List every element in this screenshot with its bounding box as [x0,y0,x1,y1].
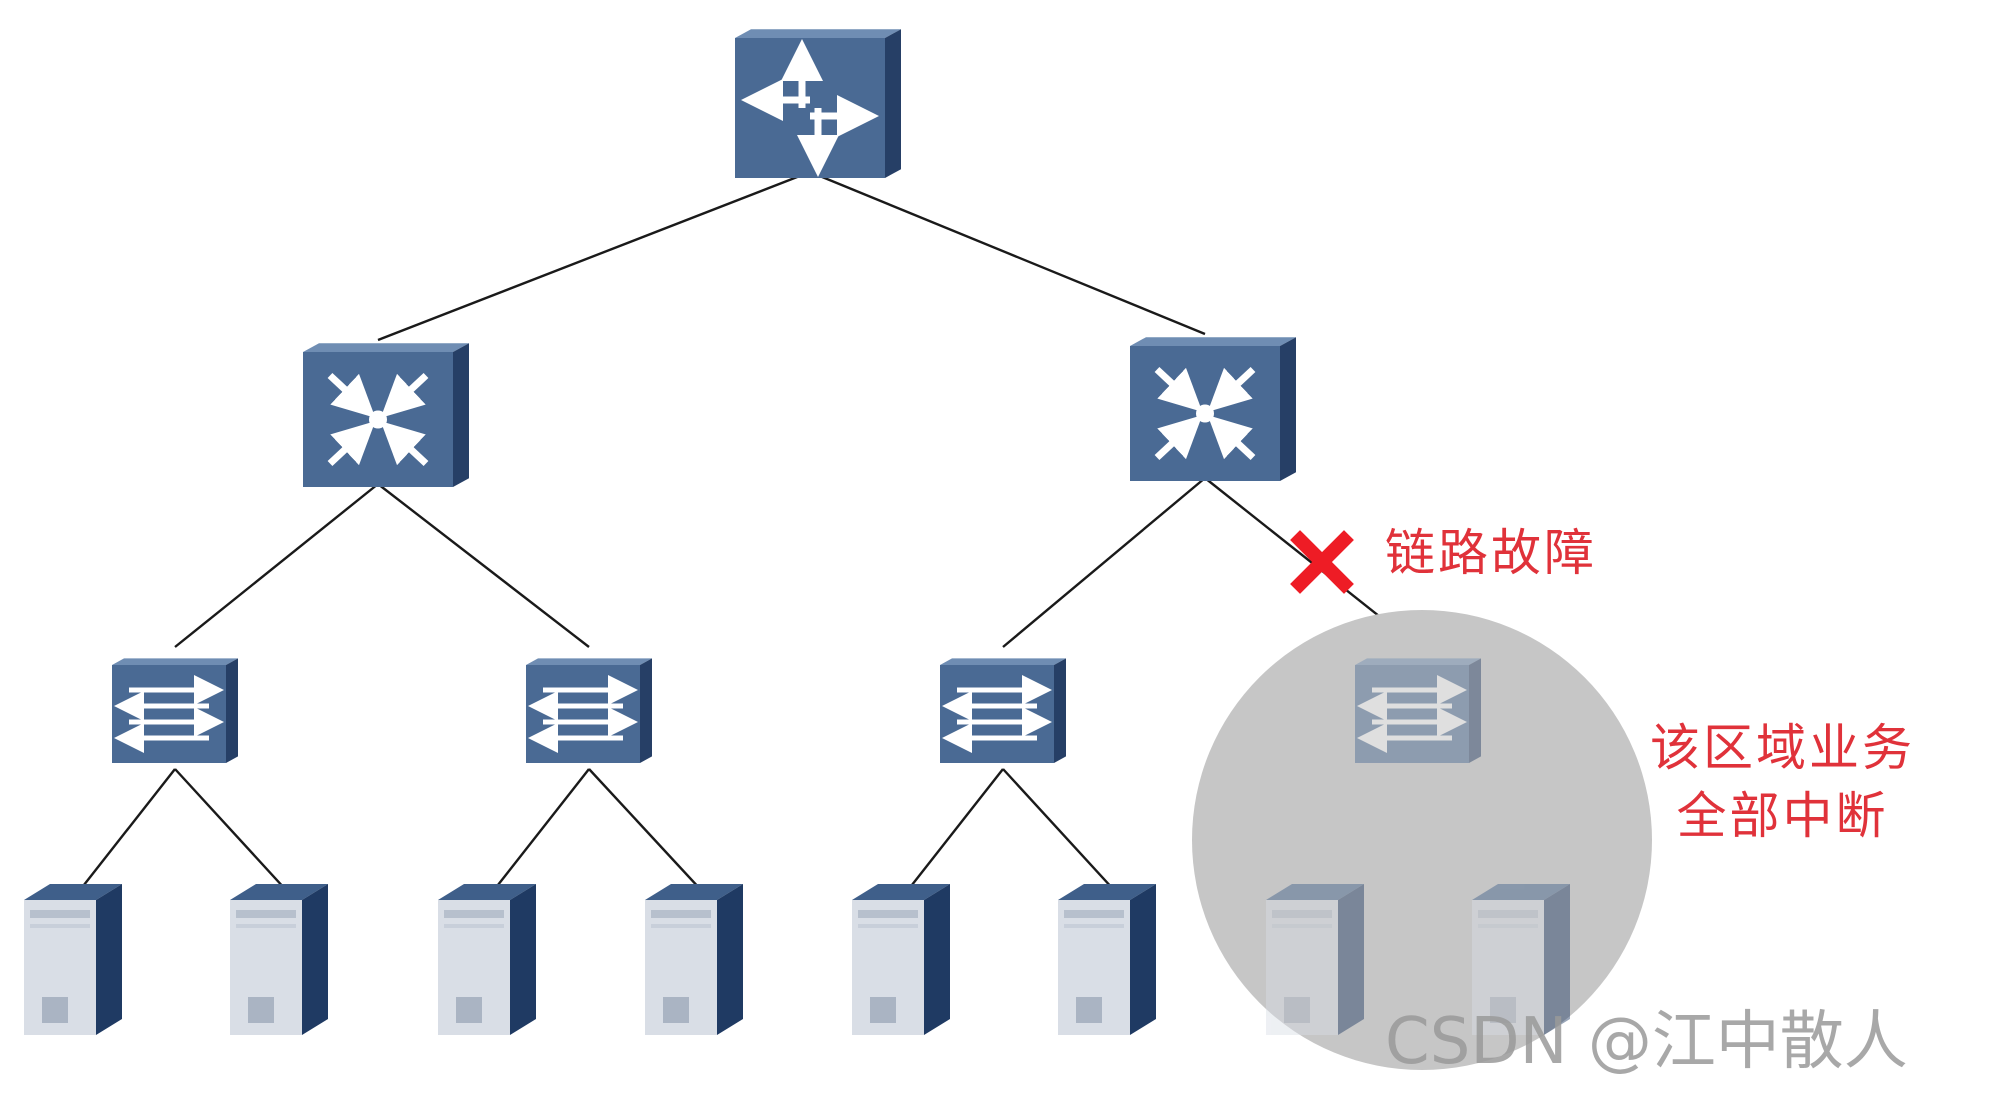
link-acc-1-to-srv-1 [79,768,176,891]
access-switch-2-icon [526,658,652,763]
server-8-icon [1472,884,1570,1035]
server-4-icon [645,884,743,1035]
aggregation-switch-right-icon [1130,337,1296,481]
watermark: CSDN @江中散人 [1385,1005,1908,1079]
server-2-icon [230,884,328,1035]
affected-area-label: 该区域业务 全部中断 [1650,715,1915,850]
link-fault-label: 链路故障 [1385,524,1597,582]
link-failure-x-icon [1290,530,1354,594]
server-6-icon [1058,884,1156,1035]
access-switch-3-icon [940,658,1066,763]
link-acc-1-to-srv-2 [174,768,287,891]
affected-area-label-line2: 全部中断 [1676,786,1889,845]
link-agg-right-to-acc-3 [1002,477,1206,648]
access-switch-1-icon [112,658,238,763]
core-router-icon [735,29,901,179]
server-1-icon [24,884,122,1035]
link-acc-3-to-srv-6 [1002,768,1115,891]
link-acc-2-to-srv-4 [588,768,702,891]
access-switch-4-icon [1355,658,1481,763]
link-agg-left-to-acc-2 [377,483,590,648]
link-acc-2-to-srv-3 [493,768,590,891]
link-core-to-agg-left [377,170,811,342]
server-7-icon [1266,884,1364,1035]
link-acc-3-to-srv-5 [907,768,1004,891]
server-3-icon [438,884,536,1035]
link-agg-left-to-acc-1 [174,483,379,648]
affected-area-highlight [1192,610,1652,1070]
link-core-to-agg-right [809,170,1206,336]
aggregation-switch-left-icon [303,343,469,487]
affected-area-label-line1: 该区域业务 [1650,719,1915,777]
server-5-icon [852,884,950,1035]
